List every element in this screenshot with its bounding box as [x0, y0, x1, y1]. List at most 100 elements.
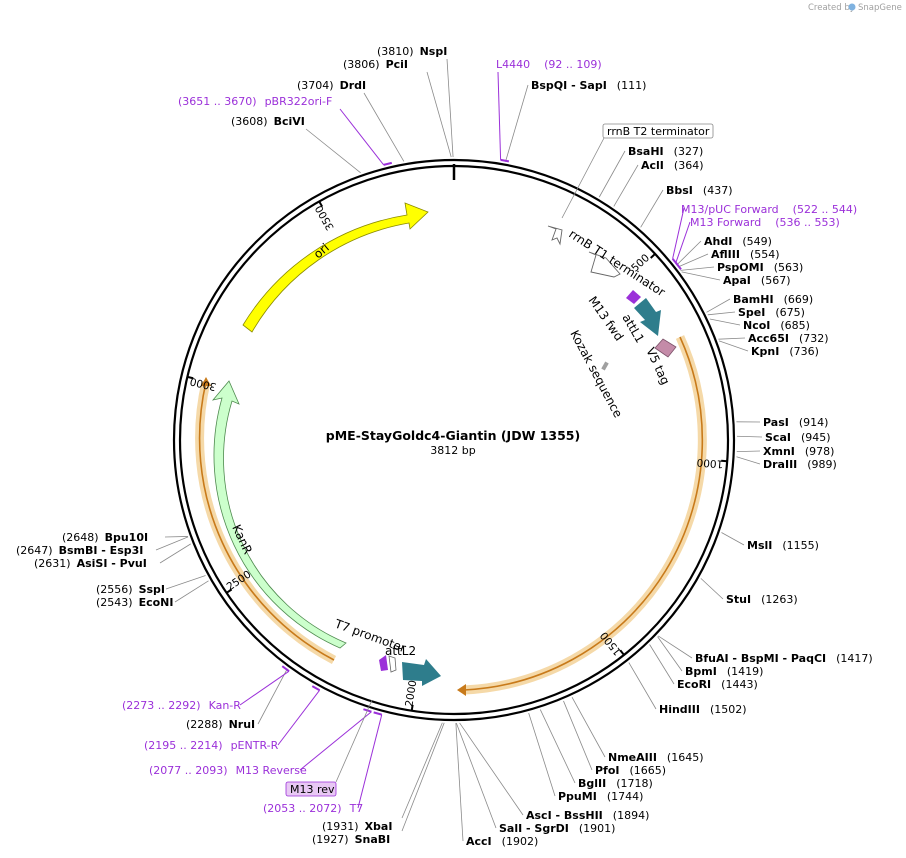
- site-name: BsmBI - Esp3I: [59, 544, 144, 557]
- site-text: AccI (1902): [466, 835, 538, 848]
- primer-range: (2077 .. 2093): [149, 764, 228, 777]
- primer-mark: [500, 158, 510, 163]
- site-name: PciI: [386, 58, 408, 71]
- site-label: KpnI(736): [751, 345, 819, 358]
- site-label: (2543)EcoNI: [96, 596, 173, 609]
- site-leader: [628, 662, 657, 710]
- site-leader: [676, 240, 702, 266]
- site-text: StuI (1263): [726, 593, 798, 606]
- site-position: (1901): [579, 822, 616, 835]
- tick-mark: [318, 200, 324, 208]
- site-text: (2631)AsiSI - PvuI: [34, 557, 147, 570]
- tick-mark: [619, 649, 625, 656]
- site-text: AhdI (549): [704, 235, 772, 248]
- tick-label: 3000: [189, 375, 218, 393]
- primer-label: (3651 .. 3670)pBR322ori-F: [178, 95, 332, 108]
- site-position: (1894): [613, 809, 650, 822]
- site-leader: [257, 668, 288, 725]
- site-leader: [155, 536, 189, 551]
- ori-feature: [242, 202, 429, 333]
- site-name: NcoI: [743, 319, 770, 332]
- site-label: (2631)AsiSI - PvuI: [34, 557, 147, 570]
- site-label: BpmI(1419): [685, 665, 763, 678]
- v5-tag-feature: [654, 338, 677, 358]
- rrnb-t1-label: rrnB T1 terminator: [566, 227, 667, 300]
- site-label: (2556)SspI: [96, 583, 165, 596]
- site-leader: [539, 709, 576, 784]
- site-text: (2648)Bpu10I: [62, 531, 148, 544]
- site-position: (1263): [761, 593, 798, 606]
- site-label: BamHI(669): [733, 293, 813, 306]
- site-position: (945): [801, 431, 831, 444]
- kanr-band-line: [198, 381, 335, 661]
- site-name: BspQI - SapI: [531, 79, 607, 92]
- attl1-feature: [634, 298, 661, 336]
- site-text: (2647) BsmBI - Esp3I: [16, 544, 143, 557]
- primer-name: T7: [349, 802, 364, 815]
- site-text: (1927)SnaBI: [312, 833, 390, 846]
- primer-mark: [383, 161, 393, 166]
- site-position: (549): [742, 235, 772, 248]
- tick-label: 3500: [313, 203, 337, 232]
- site-name: StuI: [726, 593, 751, 606]
- site-label: Acc65I(732): [748, 332, 829, 345]
- site-leader: [736, 450, 761, 453]
- site-leader: [707, 311, 736, 316]
- site-name: BfuAI - BspMI - PaqCI: [695, 652, 826, 665]
- site-label: NcoI(685): [743, 319, 810, 332]
- site-position: (3806): [343, 58, 380, 71]
- site-name: ScaI: [765, 431, 791, 444]
- site-leader: [401, 722, 445, 832]
- site-position: (1902): [502, 835, 539, 848]
- m13-rev-label: M13 rev: [290, 783, 335, 796]
- primer-label: (2195 .. 2214)pENTR-R: [144, 739, 279, 752]
- m13-rev-feature: [388, 655, 397, 673]
- site-label: BspQI - SapI(111): [531, 79, 646, 92]
- site-name: XmnI: [763, 445, 795, 458]
- insert-arrowhead: [457, 684, 466, 696]
- primer-label: M13/pUC Forward(522 .. 544): [681, 203, 857, 216]
- site-text: (2288) NruI: [186, 718, 255, 731]
- plasmid-size: 3812 bp: [430, 444, 475, 457]
- site-label: ScaI (945): [765, 431, 831, 444]
- site-label: (2288) NruI: [186, 718, 255, 731]
- site-name: NruI: [229, 718, 256, 731]
- site-leader: [426, 71, 452, 158]
- rrnb-t2-label: rrnB T2 terminator: [607, 125, 710, 138]
- primer-name: L4440: [496, 58, 530, 71]
- site-text: BbsI(437): [666, 184, 733, 197]
- site-name: SpeI: [738, 306, 765, 319]
- plasmid-name: pME-StayGoldc4-Giantin (JDW 1355): [326, 428, 580, 443]
- snapgene-brand: SnapGene: [858, 3, 902, 13]
- site-name: SnaBI: [355, 833, 391, 846]
- site-label: PspOMI(563): [717, 261, 803, 274]
- site-leader: [455, 722, 464, 842]
- site-position: (437): [703, 184, 733, 197]
- site-text: XmnI(978): [763, 445, 834, 458]
- site-name: AccI: [466, 835, 492, 848]
- credit-text: Created by: [808, 3, 855, 13]
- site-position: (2288): [186, 718, 223, 731]
- site-label: BbsI(437): [666, 184, 733, 197]
- site-leader: [709, 318, 741, 326]
- site-label: XmnI(978): [763, 445, 834, 458]
- site-label: (2647) BsmBI - Esp3I: [16, 544, 143, 557]
- site-label: MslI(1155): [747, 539, 819, 552]
- site-label: SpeI(675): [738, 306, 805, 319]
- site-name: DraIII: [763, 458, 797, 471]
- site-text: BspQI - SapI(111): [531, 79, 646, 92]
- site-leader: [165, 575, 206, 590]
- site-name: KpnI: [751, 345, 779, 358]
- site-position: (2648): [62, 531, 99, 544]
- site-leader: [706, 298, 731, 313]
- site-leader: [563, 700, 593, 771]
- site-position: (2647): [16, 544, 53, 557]
- site-name: AhdI: [704, 235, 732, 248]
- site-label: SalI - SgrDI(1901): [499, 822, 615, 835]
- site-position: (669): [784, 293, 814, 306]
- site-position: (1665): [630, 764, 667, 777]
- site-position: (3810): [377, 45, 414, 58]
- site-label: DraIII(989): [763, 458, 837, 471]
